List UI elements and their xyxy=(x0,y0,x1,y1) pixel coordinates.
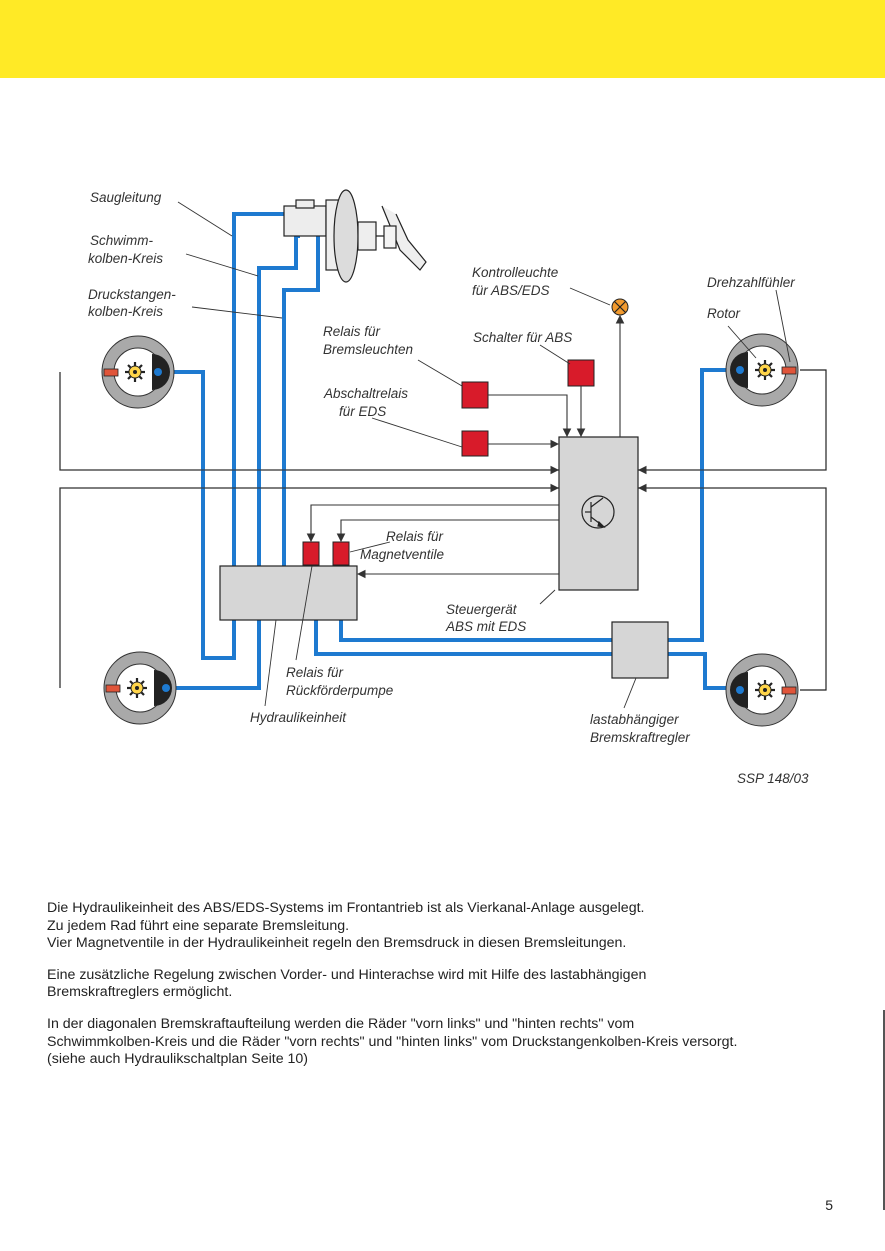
relay-solenoid-2 xyxy=(332,541,350,566)
label-steuer-1: Steuergerät xyxy=(446,602,518,617)
paragraph-line: (siehe auch Hydraulikschaltplan Seite 10… xyxy=(47,1051,309,1068)
paragraph-line: Zu jedem Rad führt eine separate Bremsle… xyxy=(47,917,350,934)
label-relais-brems-1: Relais für xyxy=(323,324,381,339)
brake-force-regulator xyxy=(611,621,669,679)
page-number: 5 xyxy=(825,1197,833,1213)
paragraph-line: Die Hydraulikeinheit des ABS/EDS-Systems… xyxy=(47,900,645,916)
paragraph-1: Die Hydraulikeinheit des ABS/EDS-Systems… xyxy=(47,900,847,953)
paragraph-line: Bremskraftreglers ermöglicht. xyxy=(47,984,233,1001)
paragraph-line: Eine zusätzliche Regelung zwischen Vorde… xyxy=(47,966,647,983)
paragraph-2: Eine zusätzliche Regelung zwischen Vorde… xyxy=(47,967,847,1002)
abs-eds-system-diagram: Saugleitung Schwimm- kolben-Kreis Drucks… xyxy=(59,189,827,786)
label-rotor: Rotor xyxy=(707,306,741,321)
wheel-front-right xyxy=(725,333,799,407)
hydraulic-unit xyxy=(219,565,358,621)
label-lastab-2: Bremskraftregler xyxy=(590,730,690,745)
relay-solenoid-1 xyxy=(302,541,320,566)
label-kontroll-1: Kontrolleuchte xyxy=(472,265,558,280)
label-druck-1: Druckstangen- xyxy=(88,287,176,302)
label-relais-rueck-2: Rückförderpumpe xyxy=(286,683,393,698)
wheel-rear-left xyxy=(103,651,177,725)
label-schwimm-2: kolben-Kreis xyxy=(88,251,163,266)
label-schalter: Schalter für ABS xyxy=(473,330,572,345)
label-drehzahl: Drehzahlfühler xyxy=(707,275,795,290)
paragraph-line: Vier Magnetventile in der Hydraulikeinhe… xyxy=(47,935,627,952)
wheel-front-left xyxy=(101,335,175,409)
paragraph-line: In der diagonalen Bremskraftaufteilung w… xyxy=(47,1015,635,1032)
paragraph-line: Schwimmkolben-Kreis und die Räder "vorn … xyxy=(47,1033,738,1050)
label-saugleitung: Saugleitung xyxy=(90,190,162,205)
control-unit xyxy=(558,436,639,591)
paragraph-3: In der diagonalen Bremskraftaufteilung w… xyxy=(47,1016,847,1069)
wheel-rear-right xyxy=(725,653,799,727)
header-band xyxy=(0,0,885,78)
label-abschalt-2: für EDS xyxy=(339,404,386,419)
relay-eds-cutoff xyxy=(461,430,489,457)
label-druck-2: kolben-Kreis xyxy=(88,304,163,319)
figure-reference: SSP 148/03 xyxy=(737,771,809,786)
relays xyxy=(302,359,595,566)
label-hydraulik: Hydraulikeinheit xyxy=(250,710,347,725)
label-abschalt-1: Abschaltrelais xyxy=(323,386,408,401)
leader-lines xyxy=(177,201,791,709)
signal-wires xyxy=(60,314,826,579)
label-relais-magnet-2: Magnetventile xyxy=(360,547,444,562)
label-relais-rueck-1: Relais für xyxy=(286,665,344,680)
label-kontroll-2: für ABS/EDS xyxy=(472,283,550,298)
label-steuer-2: ABS mit EDS xyxy=(445,619,526,634)
relay-brake-lights xyxy=(461,381,489,409)
label-relais-magnet-1: Relais für xyxy=(386,529,444,544)
brake-booster xyxy=(283,189,427,283)
label-lastab-1: lastabhängiger xyxy=(590,712,679,727)
label-schwimm-1: Schwimm- xyxy=(90,233,154,248)
page-edge-line xyxy=(883,1010,885,1210)
abs-switch xyxy=(567,359,595,387)
warning-lamp-icon xyxy=(611,298,629,316)
label-relais-brems-2: Bremsleuchten xyxy=(323,342,413,357)
transistor-symbol xyxy=(581,495,615,529)
body-text: Die Hydraulikeinheit des ABS/EDS-Systems… xyxy=(47,900,847,1083)
